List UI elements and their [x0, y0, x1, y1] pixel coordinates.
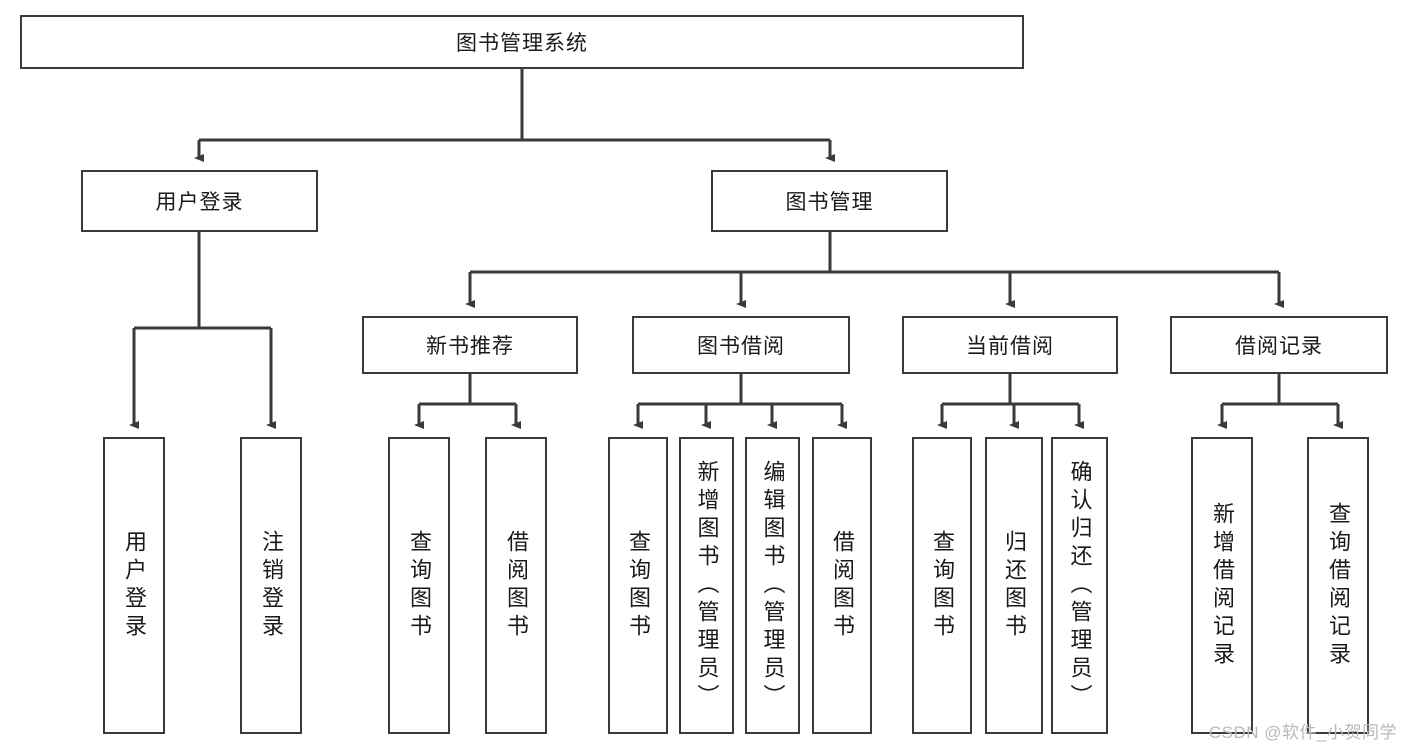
node-leaf-edit-book[interactable]: 编辑图书（管理员） — [745, 437, 800, 734]
edge-new-book-rec-to-leaves — [414, 374, 521, 429]
node-leaf-logout[interactable]: 注销登录 — [240, 437, 302, 734]
node-leaf-return-book[interactable]: 归还图书 — [985, 437, 1043, 734]
node-user-login[interactable]: 用户登录 — [81, 170, 318, 232]
node-label: 图书管理 — [785, 191, 874, 214]
node-leaf-query-record[interactable]: 查询借阅记录 — [1307, 437, 1369, 734]
node-current-borrow[interactable]: 当前借阅 — [902, 316, 1118, 374]
node-new-book-rec[interactable]: 新书推荐 — [362, 316, 578, 374]
node-label: 图书管理系统 — [456, 32, 588, 55]
node-label: 查询借阅记录 — [1326, 501, 1351, 670]
node-leaf-add-record[interactable]: 新增借阅记录 — [1191, 437, 1253, 734]
edge-root-to-level2 — [194, 69, 835, 162]
edge-book-borrow-to-leaves — [633, 374, 847, 429]
node-label: 当前借阅 — [966, 335, 1054, 358]
node-label: 归还图书 — [1002, 529, 1027, 642]
node-leaf-confirm-return[interactable]: 确认归还（管理员） — [1051, 437, 1108, 734]
node-leaf-query-book-2[interactable]: 查询图书 — [608, 437, 668, 734]
edge-user-login-to-leaves — [129, 232, 276, 429]
node-book-manage[interactable]: 图书管理 — [711, 170, 948, 232]
node-label: 用户登录 — [122, 529, 147, 642]
node-label: 确认归还（管理员） — [1067, 459, 1093, 712]
node-label: 编辑图书（管理员） — [760, 459, 786, 712]
edge-book-manage-to-level3 — [465, 232, 1284, 308]
node-book-borrow[interactable]: 图书借阅 — [632, 316, 850, 374]
node-label: 借阅图书 — [830, 529, 855, 642]
node-label: 查询图书 — [407, 529, 432, 642]
edge-current-borrow-to-leaves — [937, 374, 1084, 429]
node-leaf-borrow-book-1[interactable]: 借阅图书 — [485, 437, 547, 734]
edge-borrow-record-to-leaves — [1217, 374, 1343, 429]
watermark-text: CSDN @软件_小贺同学 — [1208, 723, 1397, 742]
node-root[interactable]: 图书管理系统 — [20, 15, 1024, 69]
node-label: 新书推荐 — [426, 335, 514, 358]
node-leaf-add-book[interactable]: 新增图书（管理员） — [679, 437, 734, 734]
node-label: 新增图书（管理员） — [694, 459, 720, 712]
node-label: 借阅记录 — [1235, 335, 1323, 358]
node-label: 图书借阅 — [697, 335, 785, 358]
node-borrow-record[interactable]: 借阅记录 — [1170, 316, 1388, 374]
node-leaf-borrow-book-2[interactable]: 借阅图书 — [812, 437, 872, 734]
node-label: 查询图书 — [626, 529, 651, 642]
node-label: 借阅图书 — [504, 529, 529, 642]
node-label: 新增借阅记录 — [1210, 501, 1235, 670]
node-leaf-query-book-1[interactable]: 查询图书 — [388, 437, 450, 734]
node-leaf-query-book-3[interactable]: 查询图书 — [912, 437, 972, 734]
node-label: 查询图书 — [930, 529, 955, 642]
node-label: 注销登录 — [259, 529, 284, 642]
node-label: 用户登录 — [155, 191, 244, 214]
node-leaf-user-login[interactable]: 用户登录 — [103, 437, 165, 734]
